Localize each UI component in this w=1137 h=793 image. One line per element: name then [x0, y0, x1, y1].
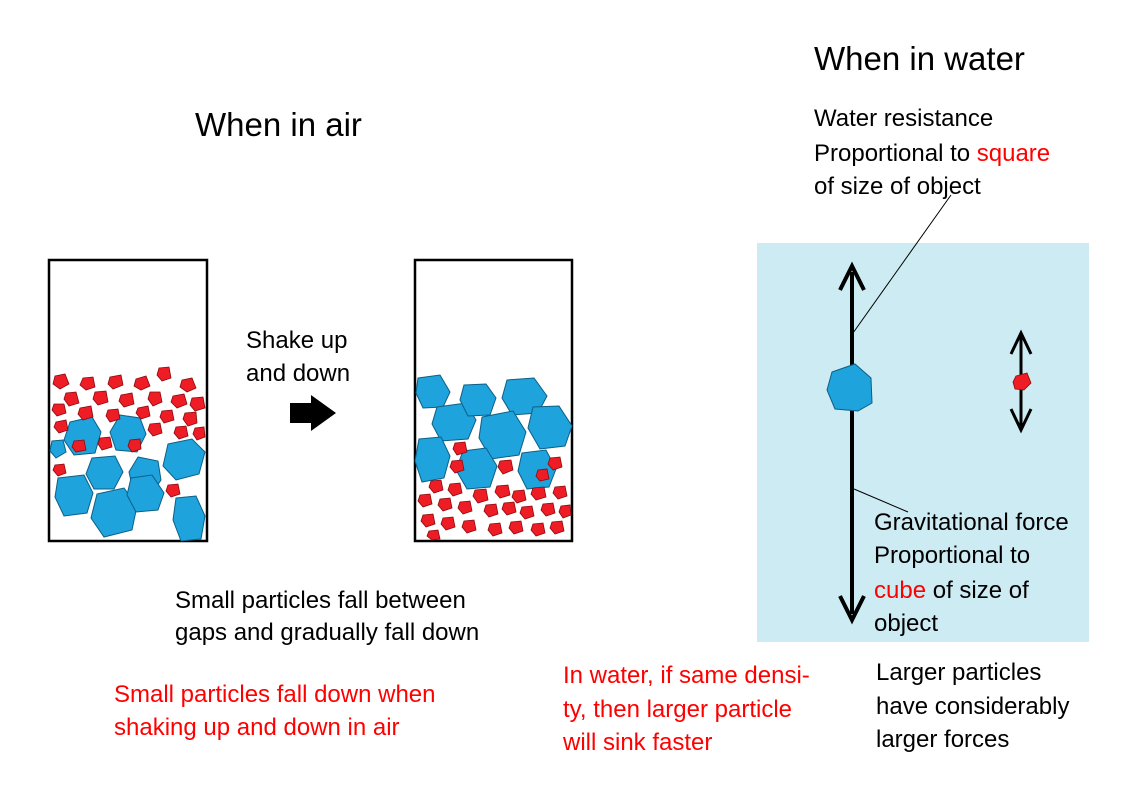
air-conclusion-line-2: shaking up and down in air: [114, 714, 400, 741]
small-particles-after: [417, 441, 572, 541]
shake-label-line-1: Shake up: [246, 327, 348, 354]
resistance-line-2: Proportional to square: [814, 137, 1050, 170]
resistance-line-1: Water resistance: [814, 105, 994, 132]
gravity-line-3-suffix: of size of: [926, 577, 1029, 604]
large-particle-forces: [826, 261, 873, 625]
water-conclusion-line-2: ty, then larger particle: [563, 696, 792, 723]
water-conclusion-line-3: will sink faster: [563, 729, 713, 756]
gravity-line-1: Gravitational force: [874, 509, 1069, 536]
resistance-leader-line: [852, 194, 952, 334]
larger-forces-line-2: have considerably: [876, 693, 1070, 720]
large-particle: [826, 363, 873, 412]
container-after: [413, 258, 574, 543]
gravity-line-4: object: [874, 610, 939, 637]
gravity-line-2: Proportional to: [874, 542, 1031, 569]
larger-forces-line-3: larger forces: [876, 726, 1010, 753]
larger-forces-line-1: Larger particles: [876, 659, 1042, 686]
large-particles-after: [414, 374, 573, 490]
container-before: [47, 258, 209, 543]
air-caption-line-2: gaps and gradually fall down: [175, 619, 480, 646]
water-region: [757, 243, 1089, 642]
air-heading: When in air: [195, 106, 362, 143]
air-conclusion-line-1: Small particles fall down when: [114, 681, 436, 708]
small-particles-before: [51, 366, 206, 498]
shake-label-line-2: and down: [246, 360, 351, 387]
shake-arrow-icon: [290, 395, 336, 431]
resistance-line-2-prefix: Proportional to: [814, 140, 977, 167]
water-heading: When in water: [814, 40, 1025, 77]
small-particle: [1012, 372, 1032, 391]
resistance-highlight: square: [976, 140, 1051, 167]
gravity-line-3: cube of size of: [874, 574, 1029, 607]
gravity-leader-line: [853, 488, 909, 513]
small-particle-forces: [1009, 329, 1033, 434]
large-particles-before: [49, 414, 206, 542]
air-caption-line-1: Small particles fall between: [175, 587, 466, 614]
gravity-highlight: cube: [874, 577, 927, 604]
resistance-line-3: of size of object: [814, 173, 981, 200]
water-conclusion-line-1: In water, if same densi-: [563, 662, 810, 689]
